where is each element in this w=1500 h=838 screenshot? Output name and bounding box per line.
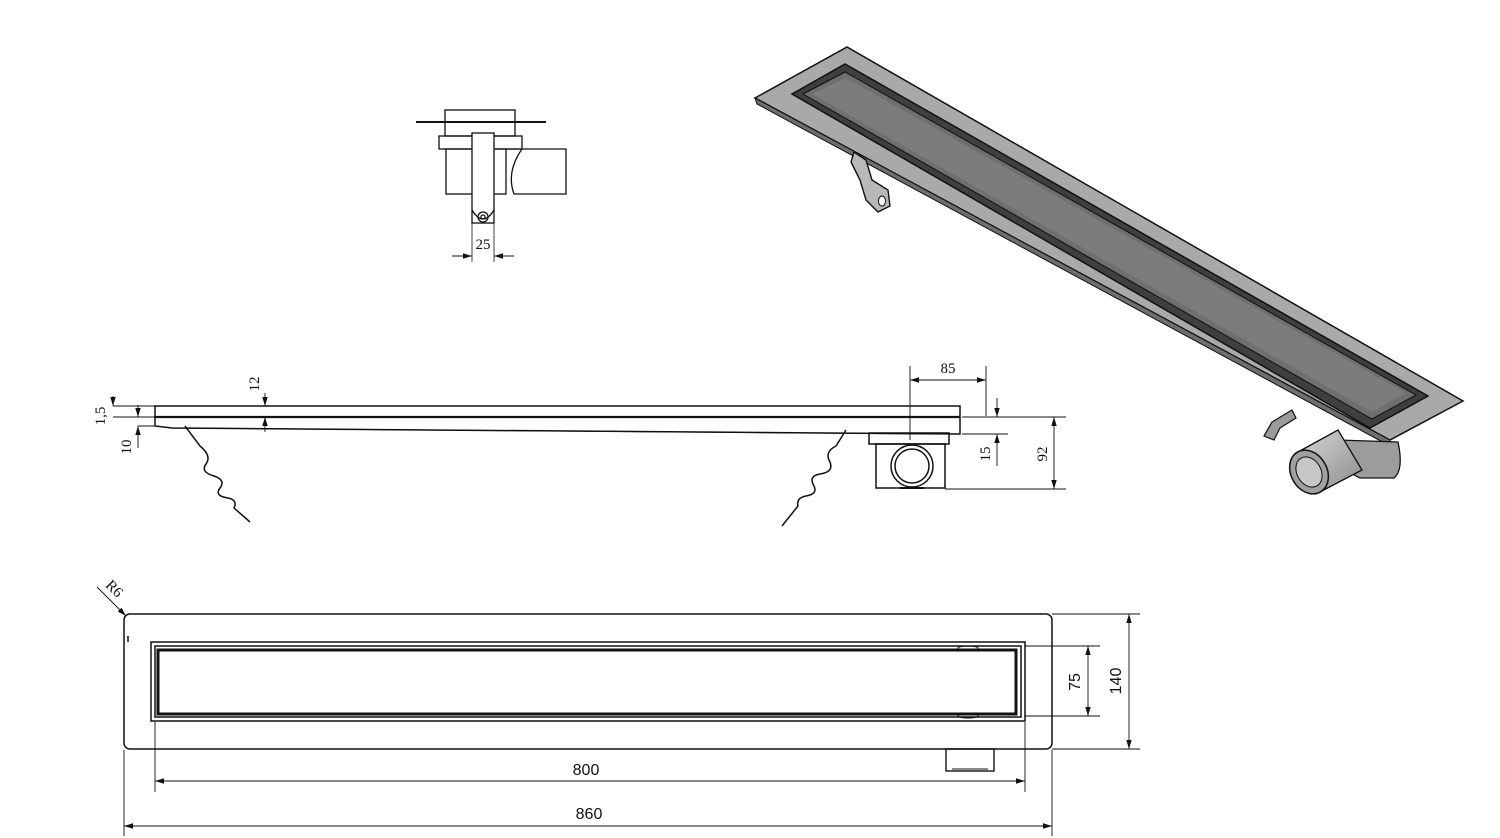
dim-inner-width-75: 75 (1067, 673, 1084, 691)
iso-view (753, 46, 1465, 495)
dim-outer-width-140: 140 (1108, 668, 1125, 695)
top-view-dims (96, 586, 1140, 836)
dim-frame-10: 10 (119, 440, 135, 455)
dim-grate-12: 12 (247, 377, 263, 392)
dim-outlet-height-15: 15 (978, 447, 994, 462)
top-view (123, 613, 1053, 772)
dim-outlet-offset-85: 85 (941, 361, 956, 377)
outlet-pipe (1288, 429, 1363, 495)
dim-flange-1-5: 1,5 (93, 407, 109, 426)
end-view (416, 109, 567, 262)
mounting-bracket (850, 150, 891, 213)
side-view-dims (110, 366, 1066, 490)
dim-width-25: 25 (476, 237, 491, 253)
dim-outer-length-860: 860 (576, 806, 603, 823)
dim-total-height-92: 92 (1035, 447, 1051, 462)
dim-inner-length-800: 800 (573, 762, 600, 779)
dim-radius-r6: R6 (102, 577, 126, 601)
side-view (154, 405, 961, 527)
